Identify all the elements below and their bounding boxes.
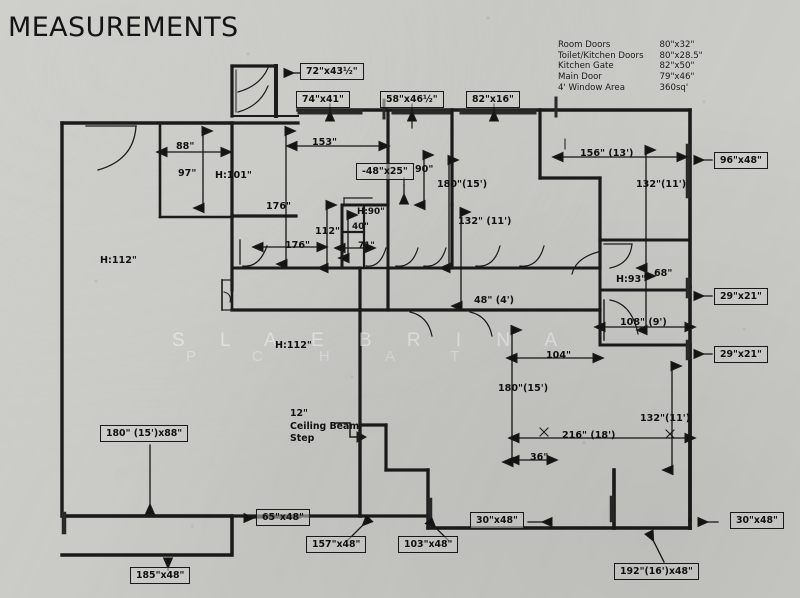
dimension-176-lower: 176"	[285, 240, 311, 251]
dimension-180-lower: 180"(15')	[498, 383, 549, 394]
legend-item: Room Doors	[558, 40, 611, 50]
dimension-68: 68"	[654, 268, 673, 279]
callout-window-58: 58"x46½"	[380, 91, 444, 108]
legend-item: Main Door	[558, 72, 602, 83]
legend-value: 80"x28.5"	[659, 50, 703, 61]
legend-row: Kitchen Gate 82"x50"	[558, 61, 703, 72]
page-title: MEASUREMENTS	[8, 12, 239, 43]
dimension-180-upper: 180"(15')	[437, 179, 488, 190]
room-label-h101: H:101"	[215, 170, 252, 181]
dimension-216: 216" (18')	[562, 430, 616, 441]
callout-window-30x48-right: 30"x48"	[730, 512, 784, 529]
legend-value: 360sq'	[659, 82, 689, 93]
legend-row: Room Doors 80"x32"	[558, 40, 703, 51]
dimension-112: 112"	[315, 226, 341, 237]
legend-value: 79"x46"	[659, 72, 695, 83]
legend-row: Main Door 79"x46"	[558, 72, 703, 83]
callout-window-157x48: 157"x48"	[306, 536, 367, 553]
callout-window-29x21-lower: 29"x21"	[714, 346, 768, 363]
dimension-132-upper: 132" (11')	[458, 216, 512, 227]
dimension-48: 48" (4')	[474, 295, 515, 306]
dimension-132-right: 132"(11')	[636, 179, 687, 190]
legend-row: 4' Window Area 360sq'	[558, 83, 703, 94]
callout-window-30x48-left: 30"x48"	[470, 512, 524, 529]
legend-item: Kitchen Gate	[558, 61, 614, 72]
callout-window-180x88: 180" (15')x88"	[100, 425, 189, 442]
callout-window-82x16: 82"x16"	[466, 91, 520, 108]
legend-item: 4' Window Area	[558, 82, 625, 93]
room-label-h112-left: H:112"	[100, 255, 137, 266]
callout-door-74: 74"x41"	[296, 91, 350, 108]
dimension-104: 104"	[546, 350, 572, 361]
legend-item: Toilet/Kitchen Doors	[558, 50, 644, 61]
dimension-36: 36"	[530, 452, 549, 463]
room-label-h112-center: H:112"	[275, 340, 312, 351]
callout-window-48x25: -48"x25"	[356, 163, 414, 180]
callout-window-103x48: 103"x48"	[398, 536, 459, 553]
door-window-legend: Room Doors 80"x32" Toilet/Kitchen Doors …	[558, 40, 703, 94]
dimension-108: 108" (9')	[620, 317, 667, 328]
dimension-40: 40"	[352, 222, 369, 232]
room-label-h93: H:93"	[616, 274, 647, 285]
dimension-71: 71"	[358, 241, 375, 251]
dimension-132-lower-right: 132"(11')	[640, 413, 691, 424]
callout-window-185x48: 185"x48"	[130, 567, 191, 584]
dimension-90: 90"	[415, 164, 434, 175]
legend-value: 82"x50"	[659, 61, 695, 72]
dimension-156: 156" (13')	[580, 148, 634, 159]
dimension-97: 97"	[178, 168, 197, 179]
legend-row: Toilet/Kitchen Doors 80"x28.5"	[558, 51, 703, 62]
callout-window-96x48: 96"x48"	[714, 152, 768, 169]
callout-door-72: 72"x43½"	[300, 63, 364, 80]
note-ceiling-beam-step: 12" Ceiling Beam Step	[290, 408, 360, 444]
room-label-h90: H:90"	[357, 207, 385, 217]
dimension-176-upper: 176"	[266, 201, 292, 212]
callout-window-29x21-upper: 29"x21"	[714, 288, 768, 305]
legend-value: 80"x32"	[659, 40, 695, 50]
dimension-88: 88"	[176, 141, 195, 152]
callout-window-192x48: 192"(16')x48"	[614, 563, 699, 580]
callout-window-65x48: 65"x48"	[256, 509, 310, 526]
dimension-153: 153"	[312, 137, 338, 148]
